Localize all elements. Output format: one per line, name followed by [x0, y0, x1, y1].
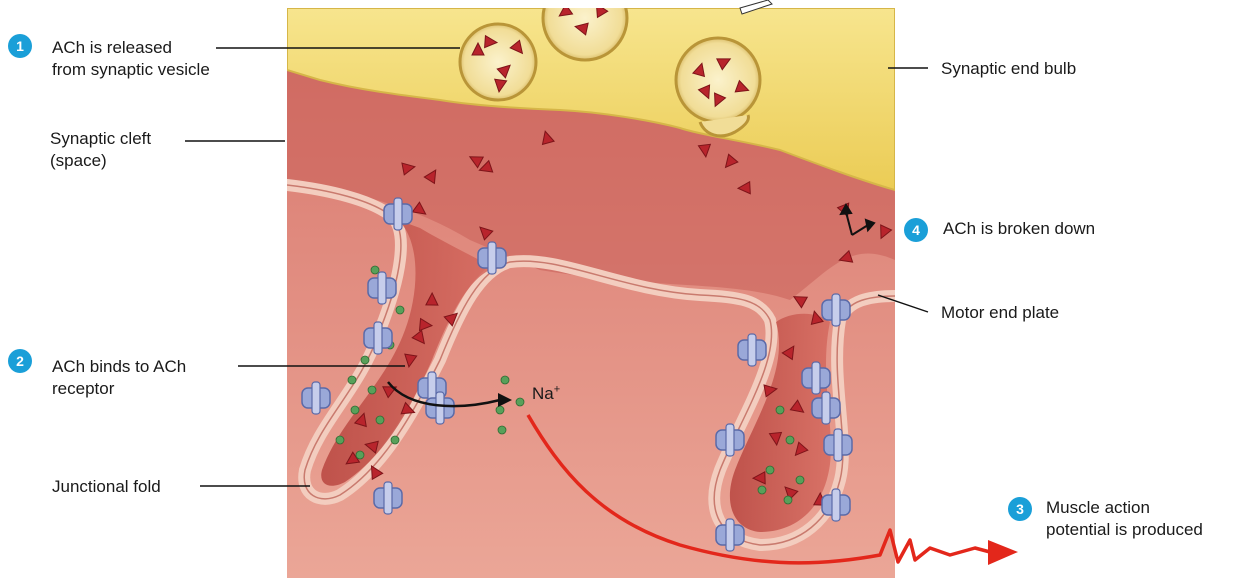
synaptic-end-bulb-label: Synaptic end bulb [941, 58, 1076, 80]
sodium-ion [371, 266, 379, 274]
step-1-badge: 1 [8, 34, 32, 58]
sodium-ion [396, 306, 404, 314]
sodium-ion [336, 436, 344, 444]
junctional-fold-label: Junctional fold [52, 476, 161, 498]
sodium-symbol: Na [532, 384, 554, 403]
step-4-badge: 4 [904, 218, 928, 242]
sodium-ion [776, 406, 784, 414]
sodium-ion [368, 386, 376, 394]
motor-end-plate-label: Motor end plate [941, 302, 1059, 324]
sodium-ion [348, 376, 356, 384]
sodium-ion [758, 486, 766, 494]
sodium-ion [498, 426, 506, 434]
step-3-badge: 3 [1008, 497, 1032, 521]
sodium-charge: + [554, 383, 560, 395]
synaptic-vesicle [676, 38, 760, 122]
sodium-ion [361, 356, 369, 364]
step-1-label: ACh is released from synaptic vesicle [52, 37, 210, 81]
step-4-label: ACh is broken down [943, 218, 1095, 240]
sodium-ion [356, 451, 364, 459]
step-2-badge: 2 [8, 349, 32, 373]
step-2-label: ACh binds to ACh receptor [52, 356, 186, 400]
sodium-ion-label: Na+ [532, 383, 560, 405]
sodium-ion [391, 436, 399, 444]
sodium-ion [351, 406, 359, 414]
synaptic-cleft-label: Synaptic cleft (space) [50, 128, 151, 172]
sodium-ion [496, 406, 504, 414]
sodium-ion [796, 476, 804, 484]
action-potential-arrowhead [988, 540, 1018, 565]
sodium-ion [766, 466, 774, 474]
sodium-ion [786, 436, 794, 444]
sodium-ion [376, 416, 384, 424]
sodium-ion [784, 496, 792, 504]
step-3-label: Muscle action potential is produced [1046, 497, 1203, 541]
sodium-ion [516, 398, 524, 406]
sodium-ion [501, 376, 509, 384]
